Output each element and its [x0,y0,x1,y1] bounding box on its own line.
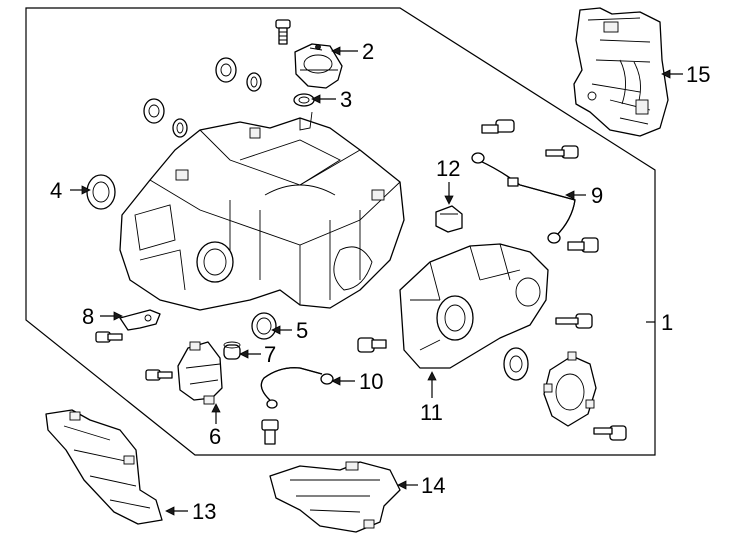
callout-6: 6 [209,424,221,449]
bolt-top[interactable] [275,19,291,45]
bolt-left-6[interactable] [145,369,173,381]
cover-plate-right[interactable] [543,351,597,427]
callout-11: 11 [420,400,443,425]
bolt-bottom-center[interactable] [261,419,279,445]
part-12-connector[interactable] [435,205,463,233]
bolt-center-11[interactable] [357,337,387,353]
callout-12: 12 [436,156,460,181]
callout-7: 7 [264,342,276,367]
bolt-right-4[interactable] [555,313,593,329]
bolt-right-2[interactable] [545,145,579,159]
leader-lines [70,46,683,516]
part-11-side-cover[interactable] [399,243,549,369]
part-13-bracket[interactable] [45,409,163,525]
part-4-seal[interactable] [86,174,116,210]
callout-2: 2 [362,39,374,64]
plug-left-lower[interactable] [143,98,188,138]
seal-ring-right[interactable] [503,347,529,381]
bolt-right-3[interactable] [567,237,599,253]
part-2-sensor[interactable] [294,43,343,89]
callout-8: 8 [82,304,94,329]
part-8-bracket[interactable] [119,309,161,331]
bolt-left-8[interactable] [95,331,123,343]
callout-15: 15 [686,62,710,87]
callout-9: 9 [591,183,603,208]
part-9-pipe[interactable] [471,152,576,244]
bolt-right-1[interactable] [481,119,515,134]
callout-14: 14 [421,473,445,498]
callout-1: 1 [661,310,673,335]
part-10-tube[interactable] [260,367,334,409]
part-5-o-ring[interactable] [251,312,277,340]
callout-5: 5 [296,318,308,343]
callout-10: 10 [359,369,383,394]
part-15-mount-bracket[interactable] [573,7,669,137]
bolt-right-5[interactable] [593,425,627,441]
main-transmission-housing[interactable] [119,111,405,311]
plug-left-upper[interactable] [215,57,262,92]
callout-13: 13 [192,499,216,524]
assembly-boundary [25,7,656,456]
part-14-bracket[interactable] [269,461,401,533]
part-7-plug[interactable] [223,341,241,360]
part-6-sensor-module[interactable] [177,341,223,405]
part-3-o-ring[interactable] [293,93,315,107]
callout-3: 3 [340,87,352,112]
callout-4: 4 [50,178,62,203]
